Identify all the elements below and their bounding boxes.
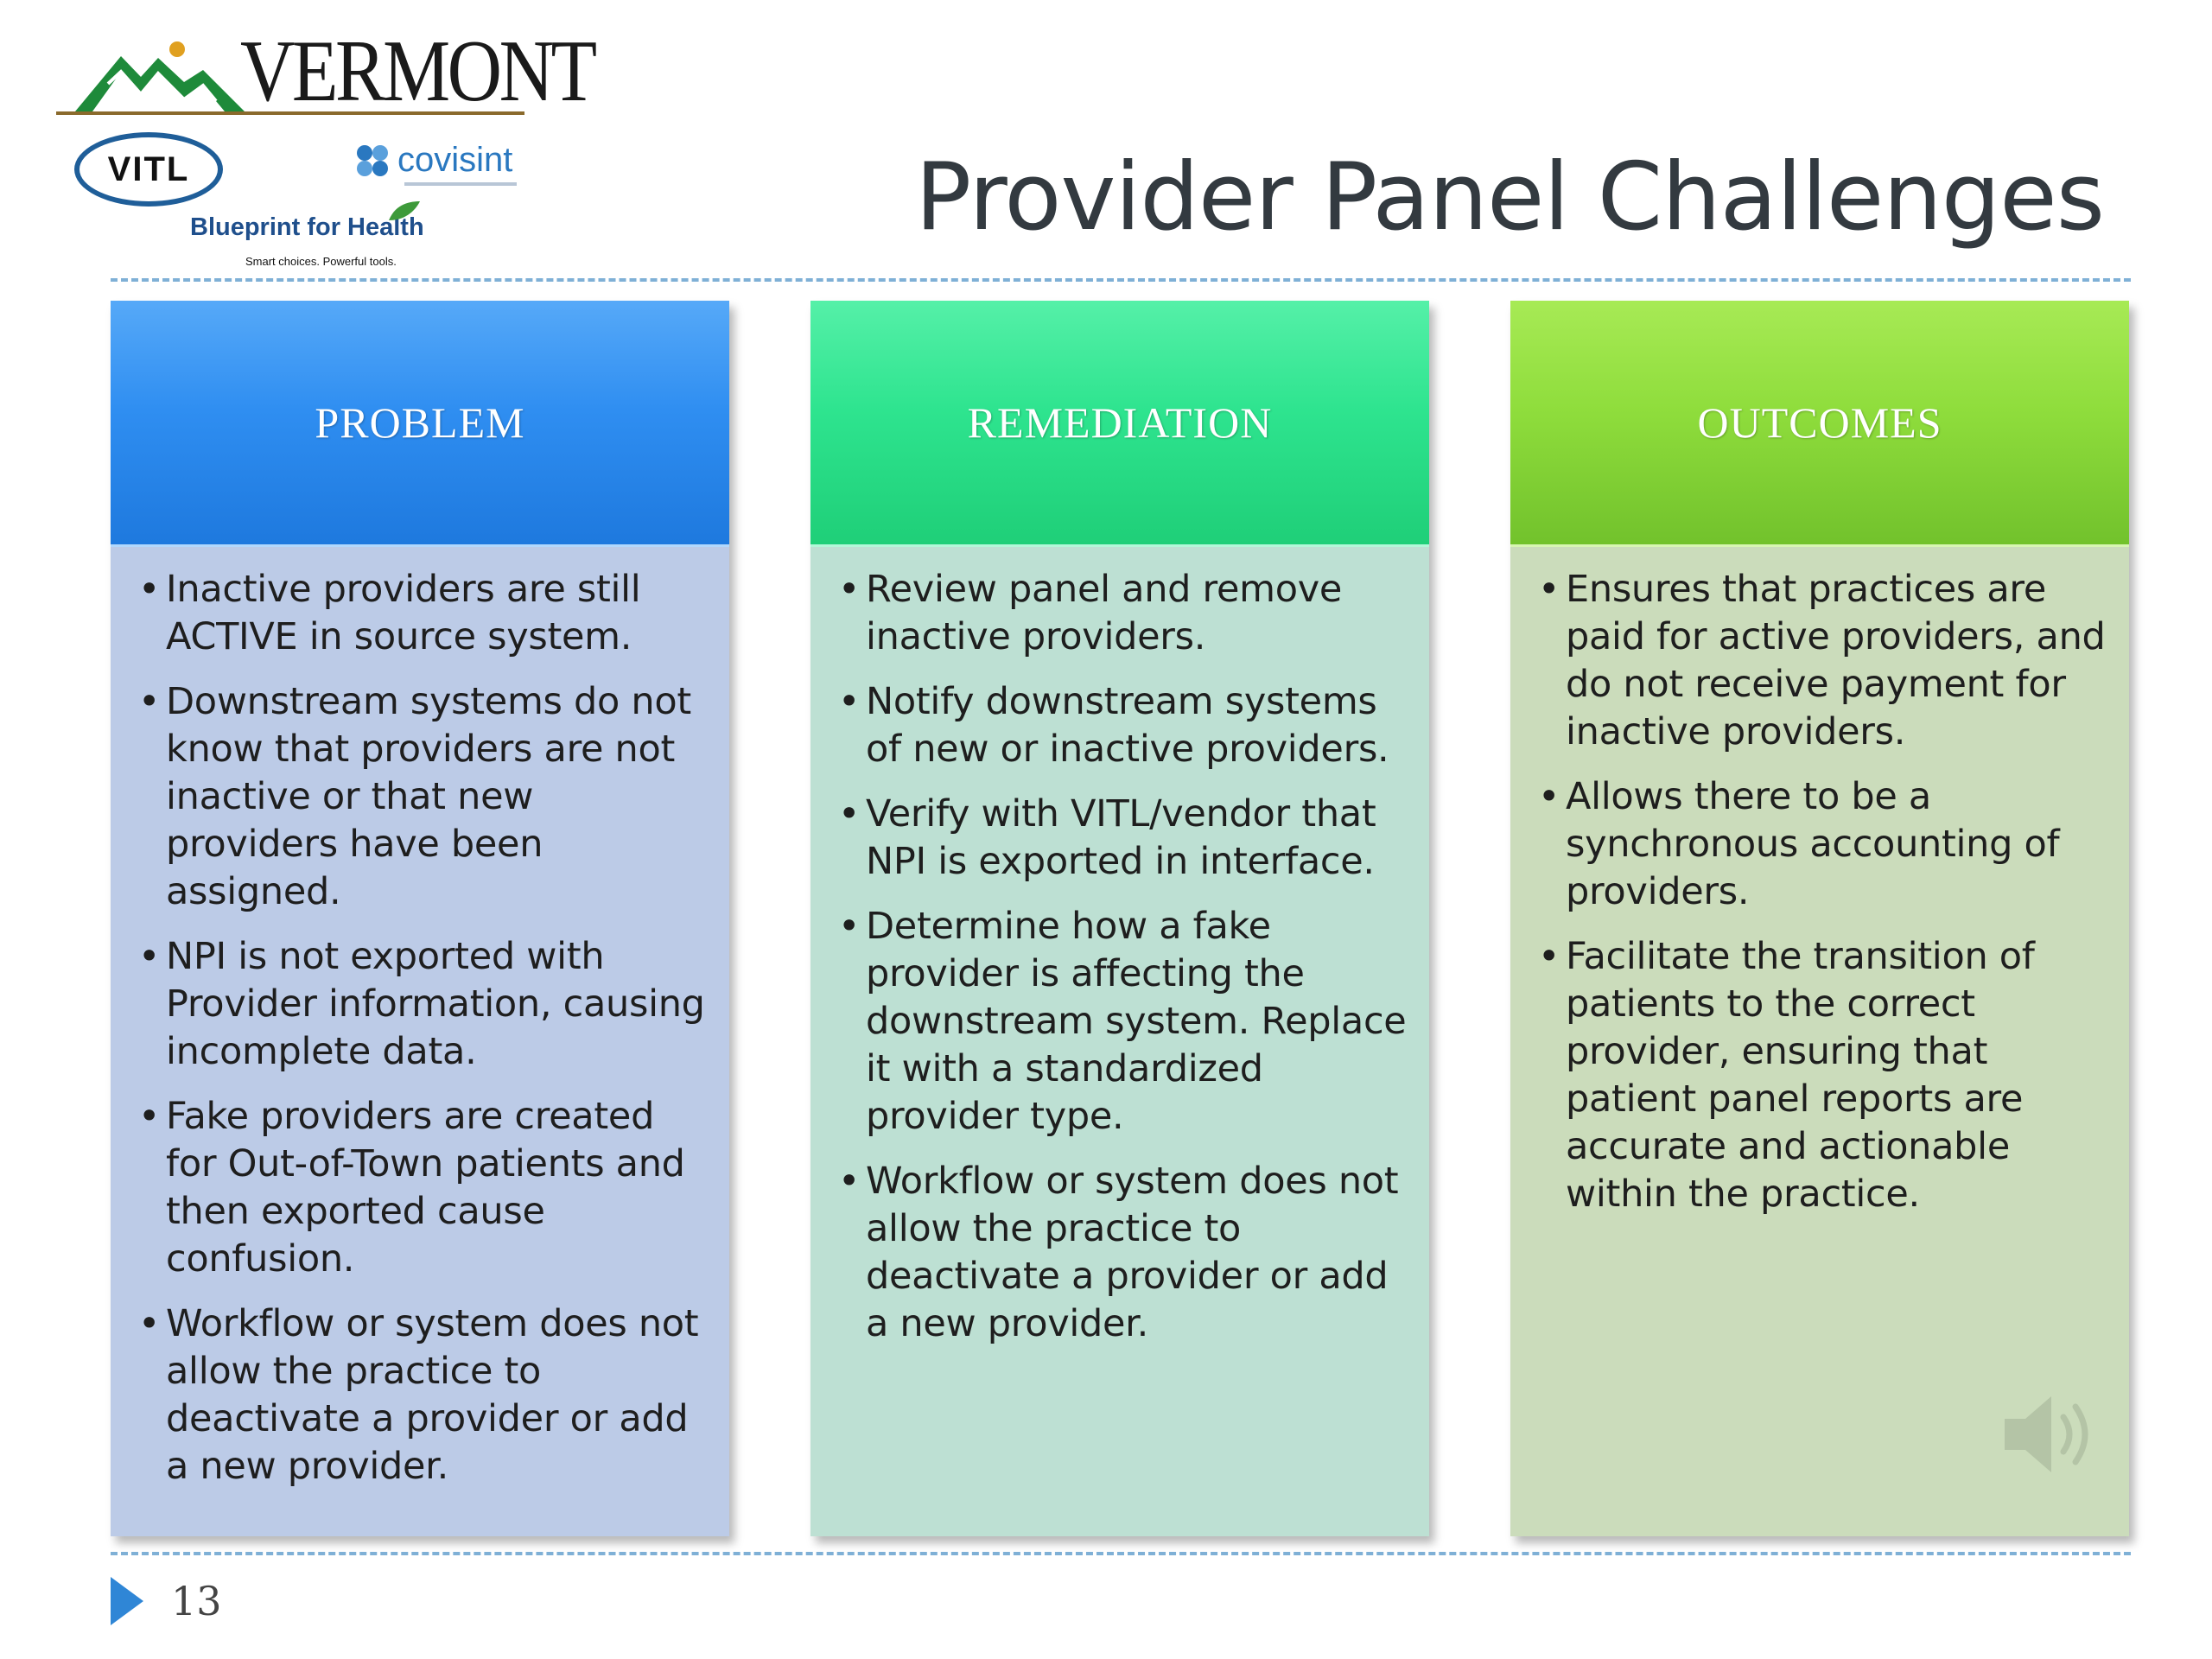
column-header: REMEDIATION xyxy=(810,301,1429,547)
slide-number: 13 xyxy=(171,1578,222,1624)
covisint-wordmark: covisint xyxy=(397,141,513,179)
bullet-item: Ensures that practices are paid for acti… xyxy=(1536,566,2107,756)
bullet-item: Verify with VITL/vendor that NPI is expo… xyxy=(836,791,1407,886)
play-arrow-icon xyxy=(111,1577,143,1625)
covisint-tagline-mark xyxy=(404,182,517,186)
column-body: Inactive providers are still ACTIVE in s… xyxy=(111,547,729,1536)
vermont-wordmark: VERMONT xyxy=(240,22,597,120)
bullet-item: Fake providers are created for Out-of-To… xyxy=(137,1093,707,1283)
leaf-icon xyxy=(389,201,420,220)
bullet-item: Workflow or system does not allow the pr… xyxy=(137,1300,707,1491)
column-body: Review panel and remove inactive provide… xyxy=(810,547,1429,1536)
column-header-label: PROBLEM xyxy=(315,398,525,447)
column-header-label: REMEDIATION xyxy=(967,398,1273,447)
bullet-item: Facilitate the transition of patients to… xyxy=(1536,933,2107,1218)
column-header-label: OUTCOMES xyxy=(1697,398,1942,447)
bullet-item: Downstream systems do not know that prov… xyxy=(137,678,707,916)
blueprint-logo: Blueprint for Health Smart choices. Powe… xyxy=(190,201,424,268)
covisint-dots-icon xyxy=(357,144,388,176)
logo-group: VERMONT VITL covisint Blueprint for Heal… xyxy=(52,22,597,272)
blueprint-tagline: Smart choices. Powerful tools. xyxy=(245,255,397,268)
bullet-item: Allows there to be a synchronous account… xyxy=(1536,773,2107,916)
bullet-item: Workflow or system does not allow the pr… xyxy=(836,1158,1407,1348)
problem-column: PROBLEM Inactive providers are still ACT… xyxy=(111,301,729,1536)
slide-title: Provider Panel Challenges xyxy=(915,143,2105,251)
bullet-item: Review panel and remove inactive provide… xyxy=(836,566,1407,661)
blueprint-wordmark: Blueprint for Health xyxy=(190,213,424,241)
bullet-item: Determine how a fake provider is affecti… xyxy=(836,903,1407,1141)
column-header: OUTCOMES xyxy=(1510,301,2129,547)
bottom-divider xyxy=(111,1552,2131,1555)
column-body: Ensures that practices are paid for acti… xyxy=(1510,547,2129,1536)
bullet-item: Inactive providers are still ACTIVE in s… xyxy=(137,566,707,661)
bullet-item: Notify downstream systems of new or inac… xyxy=(836,678,1407,773)
bullet-list: Inactive providers are still ACTIVE in s… xyxy=(137,566,707,1491)
vermont-logo-rule xyxy=(56,111,524,115)
speaker-icon[interactable] xyxy=(1996,1382,2108,1486)
column-header: PROBLEM xyxy=(111,301,729,547)
top-divider xyxy=(111,278,2131,282)
bullet-item: NPI is not exported with Provider inform… xyxy=(137,933,707,1076)
bullet-list: Ensures that practices are paid for acti… xyxy=(1536,566,2107,1218)
remediation-column: REMEDIATION Review panel and remove inac… xyxy=(810,301,1429,1536)
covisint-logo: covisint xyxy=(354,141,512,180)
outcomes-column: OUTCOMES Ensures that practices are paid… xyxy=(1510,301,2129,1536)
vitl-wordmark: VITL xyxy=(107,149,190,188)
vermont-mountain-logo xyxy=(75,41,245,111)
vitl-logo: VITL xyxy=(74,132,223,207)
bullet-list: Review panel and remove inactive provide… xyxy=(836,566,1407,1348)
